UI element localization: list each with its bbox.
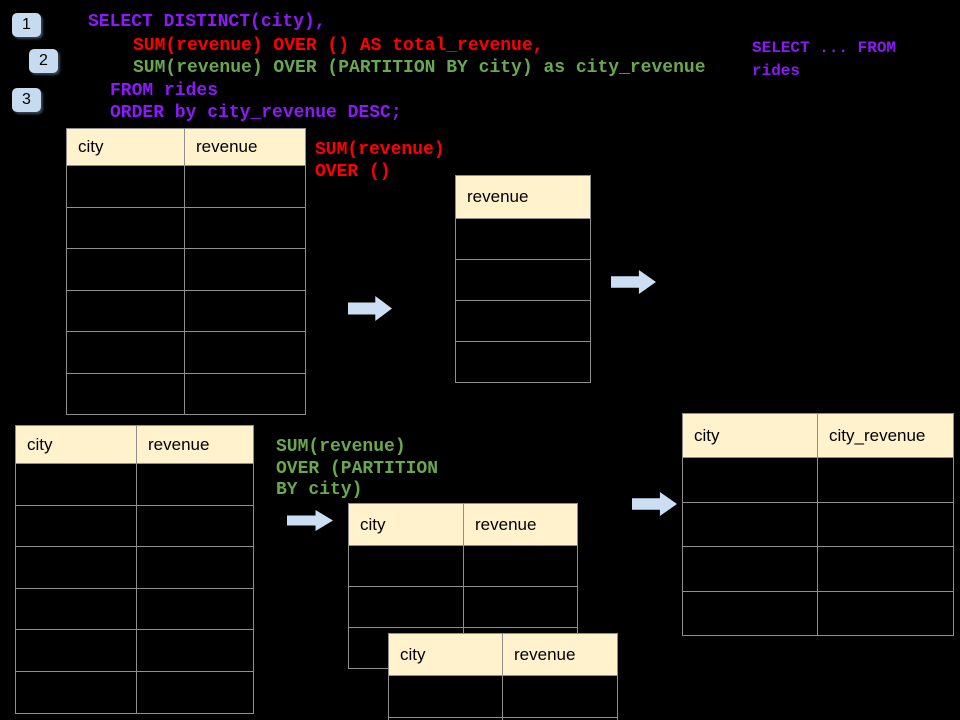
column-header: revenue <box>456 176 591 219</box>
empty-cell <box>683 591 818 636</box>
column-header: city <box>349 504 464 546</box>
empty-cell <box>185 207 306 249</box>
empty-cell <box>137 588 254 631</box>
empty-cell <box>464 546 578 587</box>
flow-arrow-partition-1 <box>287 510 333 531</box>
column-header: revenue <box>464 504 578 546</box>
empty-cell <box>818 458 954 503</box>
empty-cell <box>818 591 954 636</box>
column-header: revenue <box>503 634 618 676</box>
annotation-total-window: SUM(revenue) OVER () <box>315 140 445 182</box>
empty-cell <box>67 249 185 291</box>
empty-cell <box>683 502 818 547</box>
column-header: revenue <box>137 426 254 464</box>
empty-cell <box>16 588 137 631</box>
empty-cell <box>503 676 618 718</box>
sql-line-order: ORDER by city_revenue DESC; <box>110 103 402 123</box>
empty-cell <box>389 676 503 718</box>
flow-arrow-total-2 <box>611 270 656 294</box>
empty-cell <box>818 547 954 592</box>
empty-cell <box>456 342 591 383</box>
empty-cell <box>185 332 306 374</box>
column-header: city_revenue <box>818 414 954 458</box>
empty-cell <box>16 671 137 714</box>
sql-line-select: SELECT DISTINCT(city), <box>88 12 326 32</box>
empty-cell <box>818 502 954 547</box>
step-badge-1: 1 <box>12 13 41 37</box>
empty-cell <box>67 332 185 374</box>
empty-cell <box>185 166 306 208</box>
empty-cell <box>16 505 137 548</box>
column-header: city <box>389 634 503 676</box>
empty-cell <box>456 260 591 301</box>
empty-cell <box>137 630 254 672</box>
empty-cell <box>137 671 254 714</box>
empty-cell <box>67 290 185 332</box>
empty-cell <box>16 630 137 672</box>
empty-cell <box>185 373 306 415</box>
empty-cell <box>349 546 464 587</box>
empty-cell <box>137 464 254 506</box>
sql-line-total: SUM(revenue) OVER () AS total_revenue, <box>133 36 544 56</box>
side-note-line-1: SELECT ... FROM <box>752 39 897 57</box>
empty-cell <box>683 458 818 503</box>
empty-cell <box>456 219 591 260</box>
step-badge-3: 3 <box>12 88 41 112</box>
empty-cell <box>137 505 254 548</box>
empty-cell <box>349 587 464 628</box>
empty-cell <box>683 547 818 592</box>
table-total-revenue-result: revenue <box>455 175 591 383</box>
annotation-partition-window: SUM(revenue) OVER (PARTITION BY city) <box>276 437 439 500</box>
step-badge-2: 2 <box>29 49 58 73</box>
sql-line-partition: SUM(revenue) OVER (PARTITION BY city) as… <box>133 58 706 78</box>
side-note-line-2: rides <box>752 62 801 80</box>
column-header: city <box>16 426 137 464</box>
empty-cell <box>456 301 591 342</box>
empty-cell <box>67 207 185 249</box>
flow-arrow-partition-2 <box>632 492 677 516</box>
empty-cell <box>137 547 254 589</box>
empty-cell <box>16 547 137 589</box>
empty-cell <box>16 464 137 506</box>
empty-cell <box>503 718 618 720</box>
empty-cell <box>67 166 185 208</box>
side-note: SELECT ... FROM rides <box>752 37 896 83</box>
column-header: city <box>683 414 818 458</box>
empty-cell <box>67 373 185 415</box>
empty-cell <box>464 587 578 628</box>
column-header: revenue <box>185 129 306 166</box>
column-header: city <box>67 129 185 166</box>
empty-cell <box>185 290 306 332</box>
empty-cell <box>185 249 306 291</box>
empty-cell <box>389 718 503 720</box>
flow-arrow-total-1 <box>348 296 392 321</box>
sql-line-from: FROM rides <box>110 81 219 101</box>
